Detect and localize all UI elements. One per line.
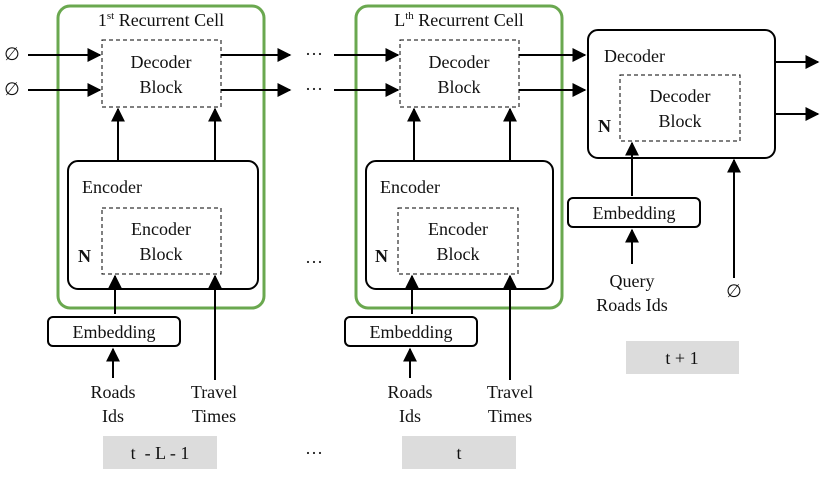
cell-1-input-roads-line1: Roads — [91, 382, 136, 402]
decoder-block-line1: Decoder — [650, 86, 711, 106]
cell-L-embedding-label: Embedding — [370, 322, 453, 342]
cell-L-encoder-block — [397, 207, 519, 275]
cell-L-input-roads-line2: Ids — [399, 406, 421, 426]
cell-1-n-label: N — [78, 246, 91, 266]
decoder-query-line2: Roads Ids — [596, 295, 668, 315]
decoder-n-label: N — [598, 116, 611, 136]
cell-L-input-travel-line2: Times — [488, 406, 532, 426]
cell-1-border — [56, 4, 266, 310]
cell-L-embedding-box — [344, 316, 478, 347]
decoder-time-label: t + 1 — [665, 348, 698, 368]
cell-L-decoder-block-line2: Block — [438, 77, 481, 97]
cell-L-time-label: t — [456, 443, 461, 463]
ellipsis-bottom: ··· — [305, 443, 323, 463]
cell-1-input-roads-line2: Ids — [102, 406, 124, 426]
cell-1-time-label: t - L - 1 — [131, 443, 190, 463]
cell-L-encoder — [365, 160, 554, 290]
cell-1-decoder-block-line1: Decoder — [131, 52, 192, 72]
decoder-title: Decoder — [604, 46, 665, 66]
cell-L-encoder-title: Encoder — [380, 177, 440, 197]
decoder-null-input: ∅ — [726, 281, 742, 301]
recurrent-cell-1: 1st Recurrent Cell Decoder Block Encoder… — [4, 4, 292, 469]
recurrent-cell-L: Lth Recurrent Cell Decoder Block Encoder… — [334, 4, 587, 469]
cell-1-encoder-block — [101, 207, 222, 275]
cell-L-border — [354, 4, 564, 310]
cell-1-embedding-label: Embedding — [73, 322, 156, 342]
cell-1-encoder — [67, 160, 259, 290]
final-decoder: Decoder Decoder Block N Embedding Query … — [567, 29, 820, 374]
decoder-box — [587, 29, 776, 159]
cell-1-decoder-block — [101, 39, 222, 108]
cell-1-encoder-title: Encoder — [82, 177, 142, 197]
cell-L-time-box — [402, 436, 516, 469]
decoder-query-line1: Query — [610, 271, 655, 291]
cell-L-decoder-block-line1: Decoder — [429, 52, 490, 72]
ellipsis-middle: ··· — [305, 252, 323, 272]
cell-1-null-input-2: ∅ — [4, 79, 20, 99]
decoder-embedding-label: Embedding — [593, 203, 676, 223]
decoder-block — [619, 74, 741, 142]
cell-1-encoder-block-line2: Block — [140, 244, 183, 264]
ellipsis-top-1: ··· — [305, 44, 323, 64]
decoder-block-line2: Block — [659, 111, 702, 131]
decoder-time-box — [626, 341, 739, 374]
cell-L-title: Lth Recurrent Cell — [394, 10, 524, 30]
ellipsis-top-2: ··· — [305, 79, 323, 99]
cell-L-encoder-block-line2: Block — [437, 244, 480, 264]
cell-1-input-travel-line1: Travel — [191, 382, 237, 402]
decoder-embedding-box — [567, 197, 701, 228]
cell-1-embedding-box — [47, 316, 181, 347]
cell-1-input-travel-line2: Times — [192, 406, 236, 426]
cell-1-encoder-block-line1: Encoder — [131, 219, 191, 239]
cell-L-input-travel-line1: Travel — [487, 382, 533, 402]
cell-1-time-box — [103, 436, 217, 469]
cell-1-title: 1st Recurrent Cell — [98, 10, 224, 30]
cell-L-n-label: N — [375, 246, 388, 266]
cell-1-decoder-block-line2: Block — [140, 77, 183, 97]
cell-1-null-input-1: ∅ — [4, 44, 20, 64]
cell-L-decoder-block — [399, 39, 520, 108]
cell-L-encoder-block-line1: Encoder — [428, 219, 488, 239]
cell-L-input-roads-line1: Roads — [388, 382, 433, 402]
